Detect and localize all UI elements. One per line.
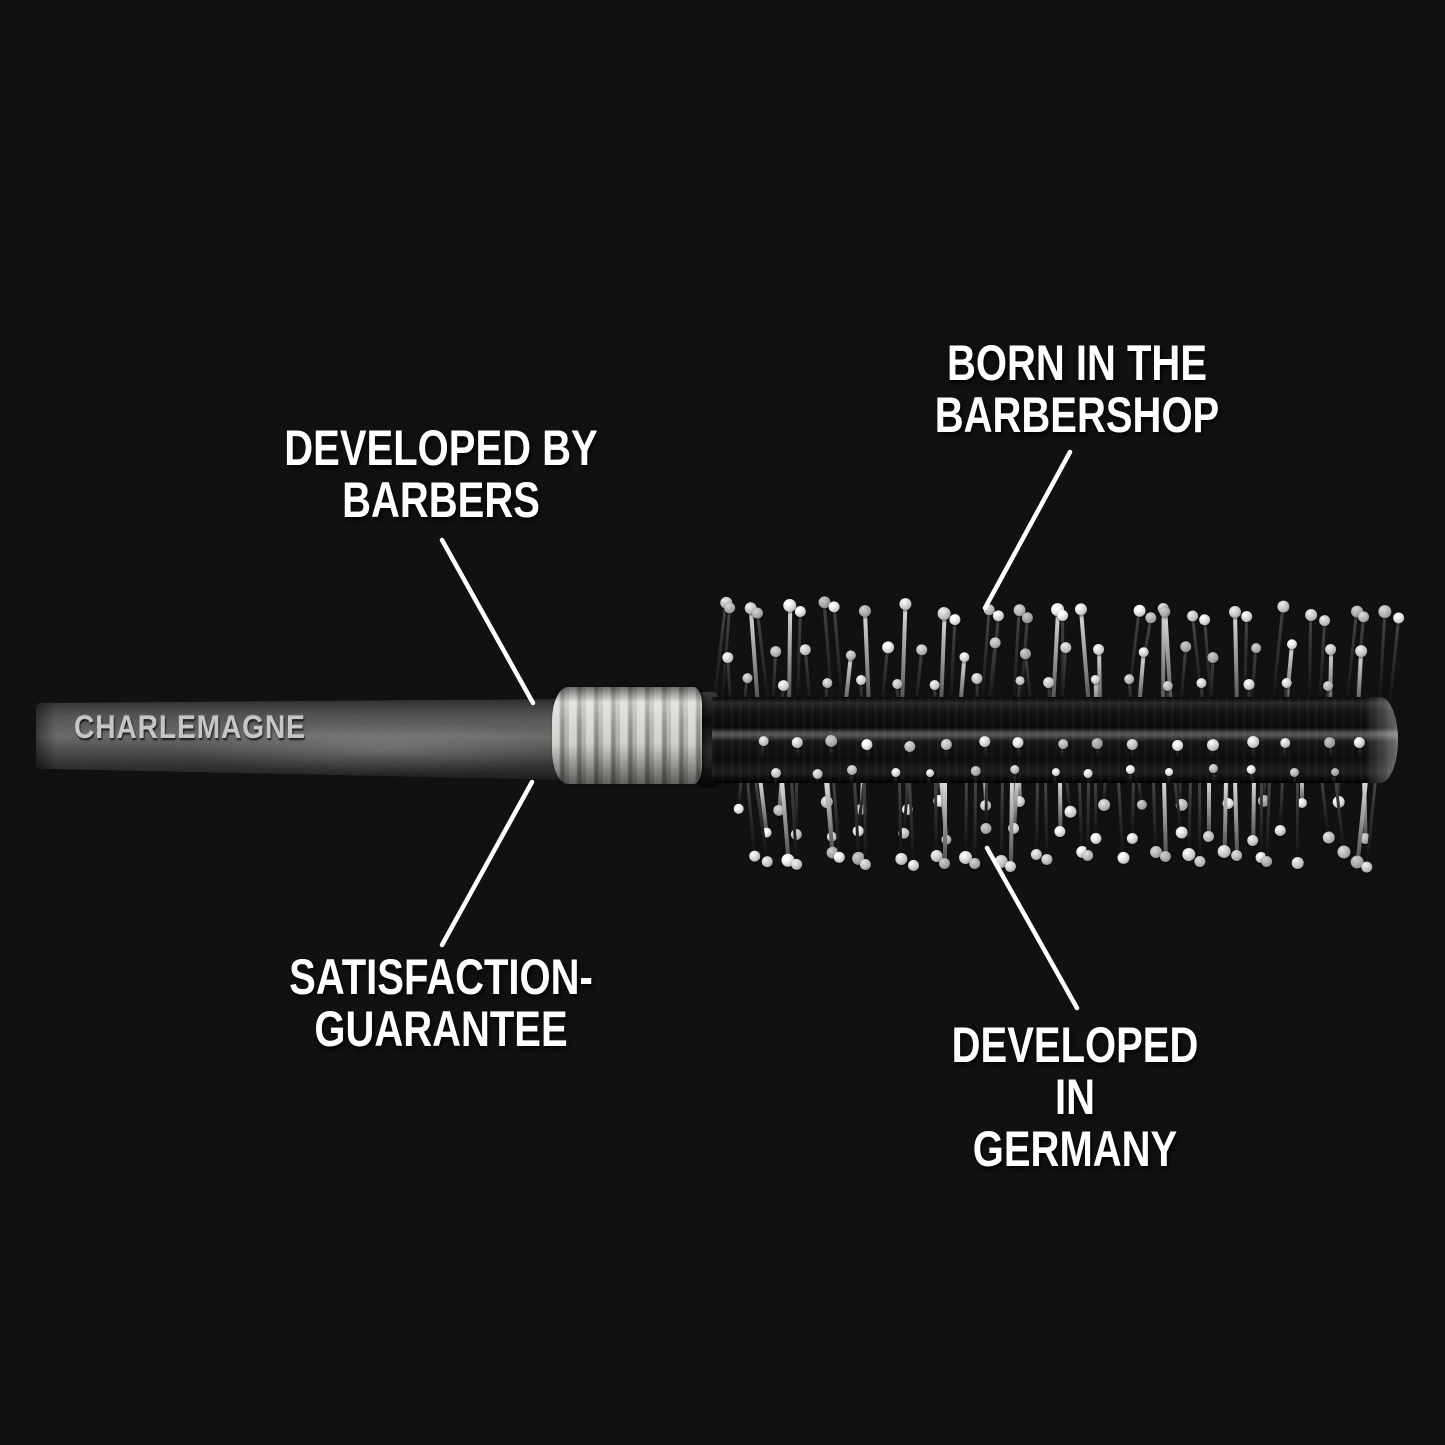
label-developed-by-barbers: DEVELOPED BY BARBERS: [284, 420, 598, 528]
label-born-in-the-barbershop: BORN IN THE BARBERSHOP: [934, 335, 1220, 443]
brand-logo-text: CHARLEMAGNE: [74, 709, 306, 745]
handle-tip-shade: [36, 699, 56, 780]
brush-handle: CHARLEMAGNE: [36, 699, 568, 780]
brush-ribbed-collar: [552, 687, 702, 784]
label-developed-in-germany: DEVELOPED IN GERMANY: [951, 1017, 1199, 1177]
label-satisfaction-guarantee: SATISFACTION- GUARANTEE: [289, 949, 593, 1057]
barrel-end-cap: [1364, 697, 1398, 783]
